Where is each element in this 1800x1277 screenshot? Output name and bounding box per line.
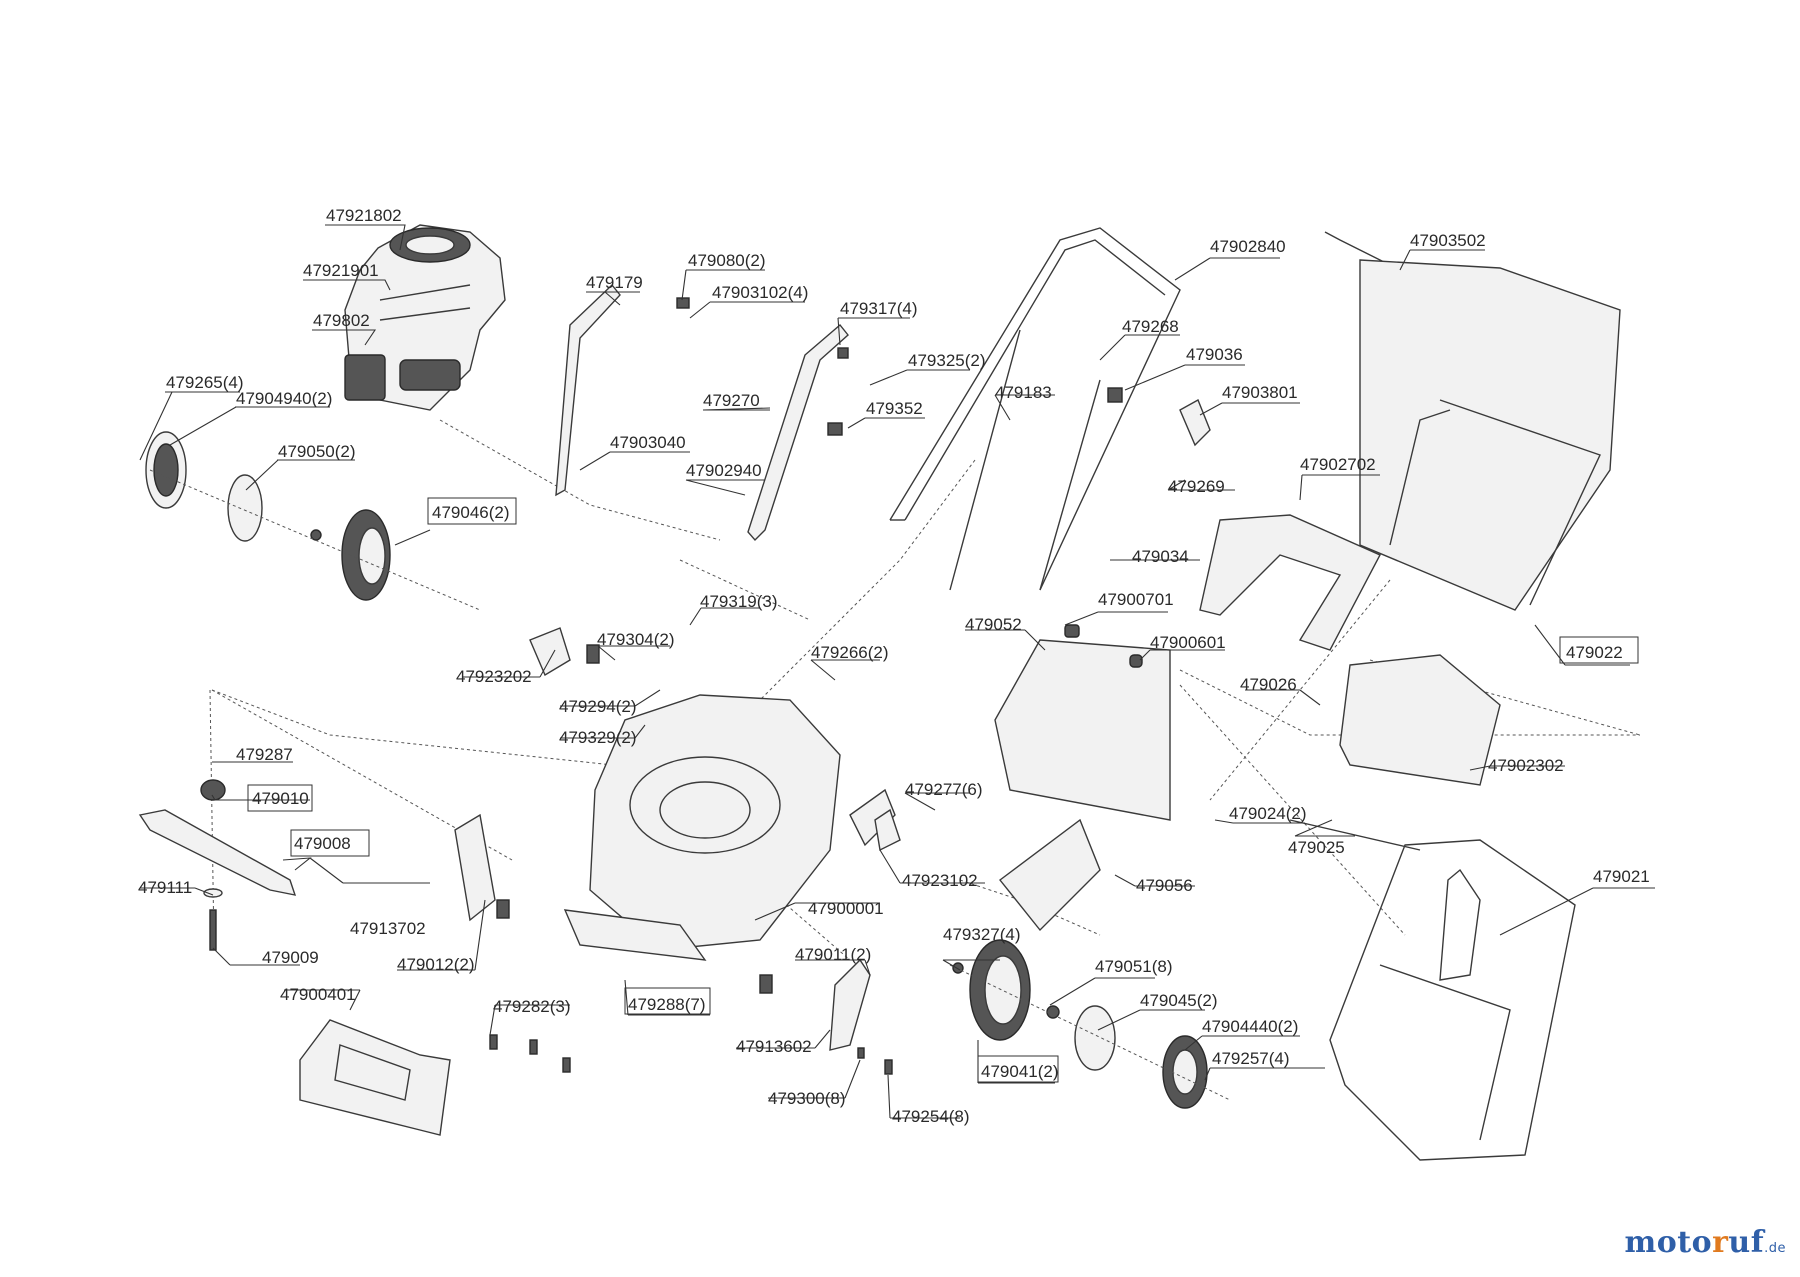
part-label: 479287 — [236, 745, 293, 764]
part-label: 479012(2) — [397, 955, 475, 974]
part-label: 47904440(2) — [1202, 1017, 1298, 1036]
part-label: 479024(2) — [1229, 804, 1307, 823]
part-label: 47921901 — [303, 261, 379, 280]
part-label: 479022 — [1566, 643, 1623, 662]
part-label: 479802 — [313, 311, 370, 330]
part-label: 47903801 — [1222, 383, 1298, 402]
part-label: 47903102(4) — [712, 283, 808, 302]
part-label: 479329(2) — [559, 728, 637, 747]
part-label: 47900001 — [808, 899, 884, 918]
label-boxes — [247, 497, 1639, 1083]
part-label: 479041(2) — [981, 1062, 1059, 1081]
part-label: 479266(2) — [811, 643, 889, 662]
part-label: 479254(8) — [892, 1107, 970, 1126]
part-label: 479050(2) — [278, 442, 356, 461]
part-label: 479046(2) — [432, 503, 510, 522]
blade-assembly — [138, 779, 297, 951]
part-label: 47904940(2) — [236, 389, 332, 408]
part-label: 479021 — [1593, 867, 1650, 886]
part-label: 479327(4) — [943, 925, 1021, 944]
part-label: 47903502 — [1410, 231, 1486, 250]
part-label: 479352 — [866, 399, 923, 418]
part-label: 47913702 — [350, 919, 426, 938]
grass-catcher-bag — [1359, 259, 1621, 611]
part-label: 479010 — [252, 789, 309, 808]
left-rear-wheel-group — [145, 431, 481, 611]
part-label: 47913602 — [736, 1037, 812, 1056]
part-label: 479036 — [1186, 345, 1243, 364]
part-label: 479277(6) — [905, 780, 983, 799]
part-label: 479325(2) — [908, 351, 986, 370]
logo-part: r — [1712, 1225, 1729, 1260]
part-label: 479319(3) — [700, 592, 778, 611]
part-label: 479317(4) — [840, 299, 918, 318]
part-label: 479045(2) — [1140, 991, 1218, 1010]
part-label: 479008 — [294, 834, 351, 853]
part-label: 479294(2) — [559, 697, 637, 716]
part-label: 479288(7) — [628, 995, 706, 1014]
part-label: 479052 — [965, 615, 1022, 634]
part-label: 479009 — [262, 948, 319, 967]
part-label: 479051(8) — [1095, 957, 1173, 976]
part-label: 47923202 — [456, 667, 532, 686]
front-cover — [299, 1019, 451, 1136]
part-label: 47900701 — [1098, 590, 1174, 609]
part-label: 479270 — [703, 391, 760, 410]
screws — [489, 1034, 893, 1075]
part-label: 479257(4) — [1212, 1049, 1290, 1068]
part-label: 479268 — [1122, 317, 1179, 336]
logo-suffix: .de — [1764, 1241, 1786, 1256]
assembly-dashed-lines — [209, 419, 1641, 961]
logo-part: moto — [1624, 1225, 1713, 1260]
right-front-wheel-group — [949, 939, 1231, 1109]
part-label: 47903040 — [610, 433, 686, 452]
part-label: 479265(4) — [166, 373, 244, 392]
part-label: 479034 — [1132, 547, 1189, 566]
handle-parts — [555, 227, 1446, 591]
part-label: 479282(3) — [493, 997, 571, 1016]
part-label: 47902840 — [1210, 237, 1286, 256]
part-label: 479080(2) — [688, 251, 766, 270]
part-label: 479304(2) — [597, 630, 675, 649]
part-label: 479026 — [1240, 675, 1297, 694]
part-label: 479179 — [586, 273, 643, 292]
part-label: 47923102 — [902, 871, 978, 890]
part-label: 479056 — [1136, 876, 1193, 895]
part-label: 479111 — [138, 878, 192, 897]
part-label: 47921802 — [326, 206, 402, 225]
part-label: 47902302 — [1488, 756, 1564, 775]
logo-part: uf — [1728, 1225, 1765, 1260]
part-number-labels: 47921802 47921901 479802 479265(4) 47904… — [138, 206, 1650, 1126]
part-label: 479183 — [995, 383, 1052, 402]
part-label: 47902940 — [686, 461, 762, 480]
mower-deck — [563, 694, 896, 961]
watermark-logo: motoruf.de — [1624, 1225, 1786, 1260]
part-label: 47902702 — [1300, 455, 1376, 474]
part-label: 479300(8) — [768, 1089, 846, 1108]
leader-lines — [139, 224, 1655, 1119]
part-label: 47900601 — [1150, 633, 1226, 652]
rear-frame-parts — [994, 514, 1576, 1161]
part-label: 479011(2) — [795, 945, 871, 964]
part-label: 479025 — [1288, 838, 1345, 857]
part-label: 479269 — [1168, 477, 1225, 496]
part-label: 47900401 — [280, 985, 356, 1004]
height-adjust-brackets — [454, 627, 901, 1051]
engine-assembly — [344, 224, 506, 411]
